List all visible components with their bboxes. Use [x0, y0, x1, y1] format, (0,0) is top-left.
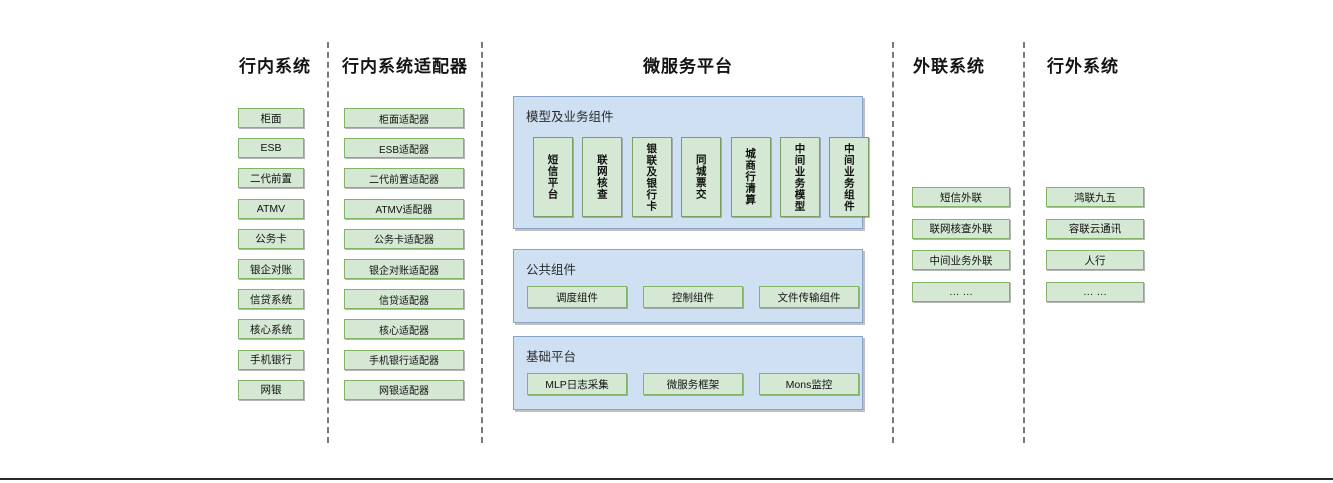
panel-label-public-components: 公共组件: [526, 263, 577, 277]
node-outside-bank-systems-1[interactable]: 容联云通讯: [1046, 218, 1144, 239]
node-internal-adapters-3[interactable]: ATMV适配器: [344, 198, 464, 219]
node-internal-adapters-0[interactable]: 柜面适配器: [344, 108, 464, 128]
column-divider-1: [327, 42, 329, 443]
node-internal-adapters-1[interactable]: ESB适配器: [344, 138, 464, 159]
node-model-business-components-4[interactable]: 城商行清算: [730, 137, 771, 217]
node-public-components-2[interactable]: 文件传输组件: [759, 286, 859, 308]
column-title-microservice-platform: 微服务平台: [643, 57, 733, 76]
node-model-business-components-0[interactable]: 短信平台: [533, 137, 573, 217]
node-label-model-business-components-4: 城商行清算: [744, 148, 757, 206]
node-internal-systems-4[interactable]: 公务卡: [238, 228, 304, 249]
node-internal-adapters-4[interactable]: 公务卡适配器: [344, 228, 464, 249]
node-label-model-business-components-1: 联网核查: [595, 154, 608, 200]
node-internal-systems-6[interactable]: 信贷系统: [238, 289, 304, 310]
node-internal-systems-9[interactable]: 网银: [238, 379, 304, 400]
panel-label-base-platform: 基础平台: [526, 350, 577, 364]
node-internal-systems-1[interactable]: ESB: [238, 138, 304, 159]
node-label-model-business-components-3: 同城票交: [694, 154, 707, 200]
node-model-business-components-6[interactable]: 中间业务组件: [829, 137, 870, 217]
node-external-liaison-systems-3[interactable]: … …: [912, 281, 1010, 302]
node-internal-systems-5[interactable]: 银企对账: [238, 259, 304, 279]
node-outside-bank-systems-2[interactable]: 人行: [1046, 250, 1144, 270]
node-external-liaison-systems-1[interactable]: 联网核查外联: [912, 218, 1010, 239]
node-base-platform-0[interactable]: MLP日志采集: [527, 373, 627, 395]
node-base-platform-2[interactable]: Mons监控: [759, 373, 859, 395]
column-divider-2: [481, 42, 483, 443]
node-label-model-business-components-2: 银联及银行卡: [645, 142, 658, 212]
node-internal-adapters-9[interactable]: 网银适配器: [344, 379, 464, 400]
node-internal-adapters-2[interactable]: 二代前置适配器: [344, 168, 464, 189]
node-internal-systems-0[interactable]: 柜面: [238, 108, 304, 128]
column-divider-3: [892, 42, 894, 443]
node-model-business-components-5[interactable]: 中间业务模型: [780, 137, 820, 217]
node-base-platform-1[interactable]: 微服务框架: [643, 373, 743, 395]
node-external-liaison-systems-2[interactable]: 中间业务外联: [912, 250, 1010, 270]
node-label-model-business-components-5: 中间业务模型: [793, 142, 806, 212]
node-internal-systems-3[interactable]: ATMV: [238, 198, 304, 219]
node-model-business-components-1[interactable]: 联网核查: [582, 137, 623, 217]
node-outside-bank-systems-3[interactable]: … …: [1046, 281, 1144, 302]
node-internal-adapters-7[interactable]: 核心适配器: [344, 319, 464, 340]
node-public-components-1[interactable]: 控制组件: [643, 286, 743, 308]
node-internal-adapters-8[interactable]: 手机银行适配器: [344, 349, 464, 370]
node-model-business-components-2[interactable]: 银联及银行卡: [631, 137, 672, 217]
node-internal-systems-7[interactable]: 核心系统: [238, 319, 304, 340]
column-title-internal-systems: 行内系统: [239, 57, 311, 76]
node-label-model-business-components-6: 中间业务组件: [842, 142, 855, 212]
node-external-liaison-systems-0[interactable]: 短信外联: [912, 187, 1010, 207]
node-label-model-business-components-0: 短信平台: [546, 154, 559, 200]
page-bottom-rule: [0, 478, 1333, 480]
column-title-outside-bank-systems: 行外系统: [1047, 57, 1119, 76]
node-internal-systems-8[interactable]: 手机银行: [238, 349, 304, 370]
node-internal-adapters-5[interactable]: 银企对账适配器: [344, 259, 464, 279]
node-model-business-components-3[interactable]: 同城票交: [681, 137, 722, 217]
node-public-components-0[interactable]: 调度组件: [527, 286, 627, 308]
panel-label-model-business-components: 模型及业务组件: [526, 110, 614, 124]
column-title-external-liaison-systems: 外联系统: [913, 57, 985, 76]
node-internal-adapters-6[interactable]: 信贷适配器: [344, 289, 464, 310]
column-divider-4: [1023, 42, 1025, 443]
column-title-internal-adapters: 行内系统适配器: [342, 57, 468, 76]
node-internal-systems-2[interactable]: 二代前置: [238, 168, 304, 189]
node-outside-bank-systems-0[interactable]: 鸿联九五: [1046, 187, 1144, 207]
